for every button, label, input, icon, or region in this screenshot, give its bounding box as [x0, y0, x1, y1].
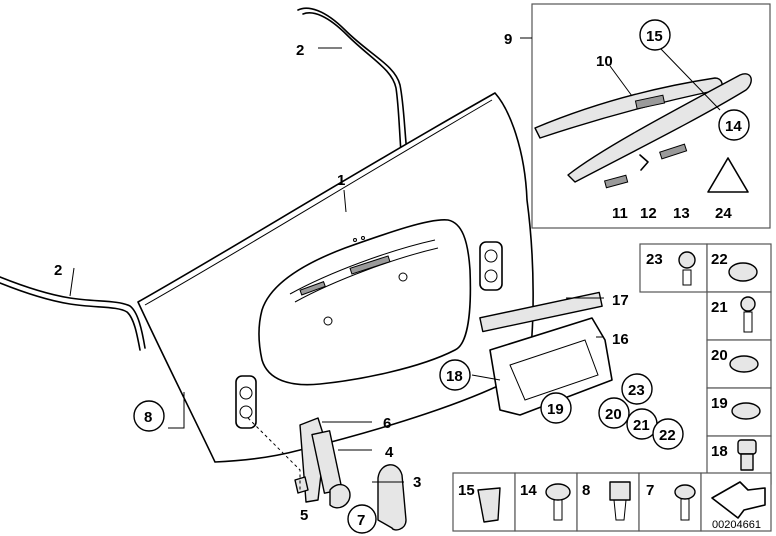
spoiler-detail-box — [531, 3, 771, 229]
leader-lines — [69, 37, 721, 483]
label-19-circle — [540, 392, 572, 424]
label-9: 9 — [504, 31, 512, 48]
grid-label-8: 8 — [582, 482, 590, 499]
part-8-leader — [168, 392, 185, 429]
label-2-upper: 2 — [296, 42, 304, 59]
label-14-circle — [718, 109, 750, 141]
label-11: 11 — [612, 205, 628, 222]
label-18-circle — [439, 359, 471, 391]
seal-upper — [297, 7, 409, 168]
label-15-circle — [639, 19, 671, 51]
label-5: 5 — [300, 507, 308, 524]
label-12: 12 — [640, 205, 657, 222]
grid-label-21: 21 — [711, 299, 728, 316]
label-7: 7 — [357, 512, 365, 529]
label-21: 21 — [633, 417, 650, 434]
grid-labels: 23 22 21 20 19 18 15 14 8 7 00204661 — [458, 251, 761, 531]
label-15: 15 — [646, 28, 663, 45]
label-1: 1 — [337, 172, 345, 189]
label-18: 18 — [446, 368, 463, 385]
diagram-code: 00204661 — [712, 519, 761, 531]
label-22: 22 — [659, 427, 676, 444]
label-20: 20 — [605, 406, 622, 423]
label-2-lower: 2 — [54, 262, 62, 279]
grid-label-7: 7 — [646, 482, 654, 499]
label-17: 17 — [612, 292, 629, 309]
grid-label-23: 23 — [646, 251, 663, 268]
label-23-circle — [621, 373, 653, 405]
label-23: 23 — [628, 382, 645, 399]
label-3: 3 — [413, 474, 421, 491]
fastener-grid — [452, 243, 772, 532]
hinge-assembly — [247, 417, 351, 509]
grid-label-18: 18 — [711, 443, 728, 460]
grid-label-20: 20 — [711, 347, 728, 364]
label-7-circle — [347, 504, 377, 534]
label-22-circle — [652, 418, 684, 450]
label-16: 16 — [612, 331, 629, 348]
tailgate — [137, 92, 534, 463]
label-4: 4 — [385, 444, 394, 461]
license-bracket — [479, 291, 613, 416]
label-6: 6 — [383, 415, 391, 432]
label-8-circle — [133, 400, 165, 432]
label-24: 24 — [715, 205, 732, 222]
hinge-cover — [377, 464, 407, 531]
label-19: 19 — [547, 401, 564, 418]
grid-label-22: 22 — [711, 251, 728, 268]
seal-lower — [0, 276, 146, 351]
label-20-circle — [598, 397, 630, 429]
grid-label-15: 15 — [458, 482, 475, 499]
grid-label-19: 19 — [711, 395, 728, 412]
grid-label-14: 14 — [520, 482, 537, 499]
label-14: 14 — [725, 118, 742, 135]
callout-labels: 1 2 2 3 4 5 6 7 8 9 10 11 12 13 14 15 16… — [54, 19, 750, 534]
label-10: 10 — [596, 53, 613, 70]
label-8: 8 — [144, 409, 152, 426]
label-13: 13 — [673, 205, 690, 222]
